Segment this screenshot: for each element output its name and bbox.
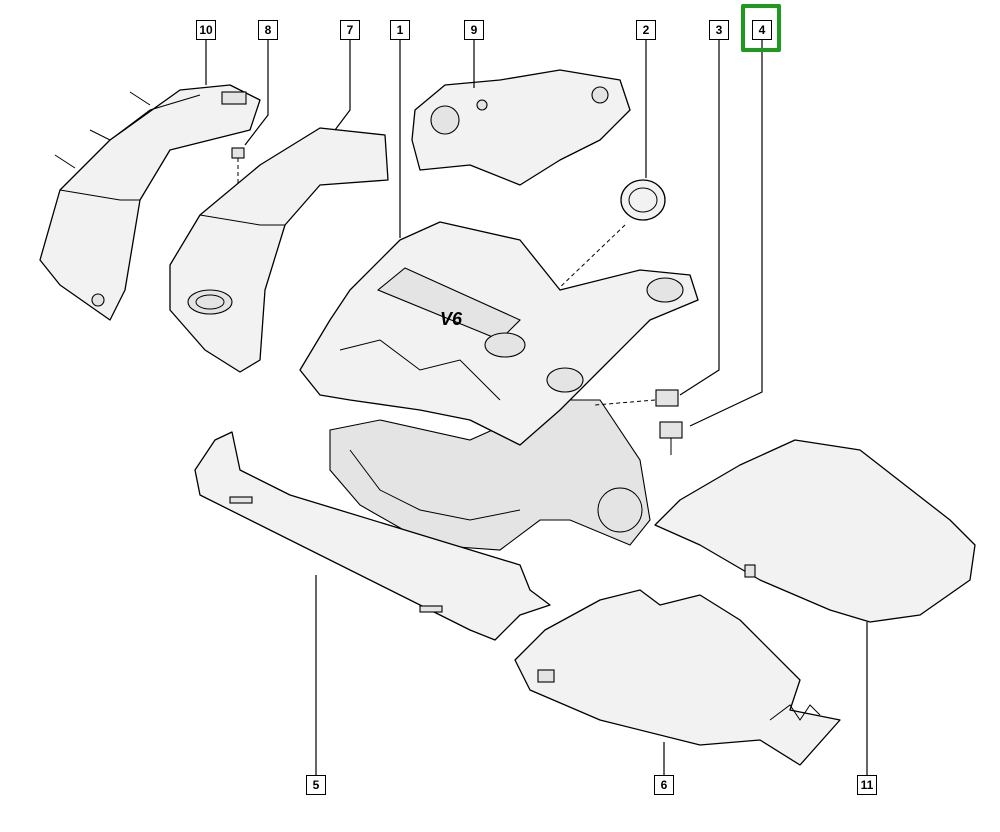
part-7-air-duct[interactable] xyxy=(169,127,389,373)
callout-10[interactable]: 10 xyxy=(196,20,216,40)
callout-7[interactable]: 7 xyxy=(340,20,360,40)
part-3-clip[interactable] xyxy=(594,389,679,407)
callout-2[interactable]: 2 xyxy=(636,20,656,40)
callout-4[interactable]: 4 xyxy=(752,20,772,40)
part-11-cover[interactable] xyxy=(654,439,976,623)
callout-3[interactable]: 3 xyxy=(709,20,729,40)
callout-6[interactable]: 6 xyxy=(654,775,674,795)
part-9-cover[interactable] xyxy=(411,69,631,186)
leader-lines xyxy=(205,40,868,775)
callout-5[interactable]: 5 xyxy=(306,775,326,795)
part-6-air-box[interactable] xyxy=(514,589,841,766)
engine-cover-v6-text: V6 xyxy=(440,309,463,329)
part-5-rail[interactable] xyxy=(194,431,551,641)
selected-callout-highlight xyxy=(741,4,781,52)
part-1-engine-cover[interactable]: V6 xyxy=(299,221,699,446)
callout-8[interactable]: 8 xyxy=(258,20,278,40)
part-10-air-duct[interactable] xyxy=(39,84,261,321)
callout-9[interactable]: 9 xyxy=(464,20,484,40)
callout-11[interactable]: 11 xyxy=(857,775,877,795)
callout-1[interactable]: 1 xyxy=(390,20,410,40)
part-4-grommet[interactable] xyxy=(659,421,683,455)
part-2-oil-cap[interactable] xyxy=(509,179,666,336)
